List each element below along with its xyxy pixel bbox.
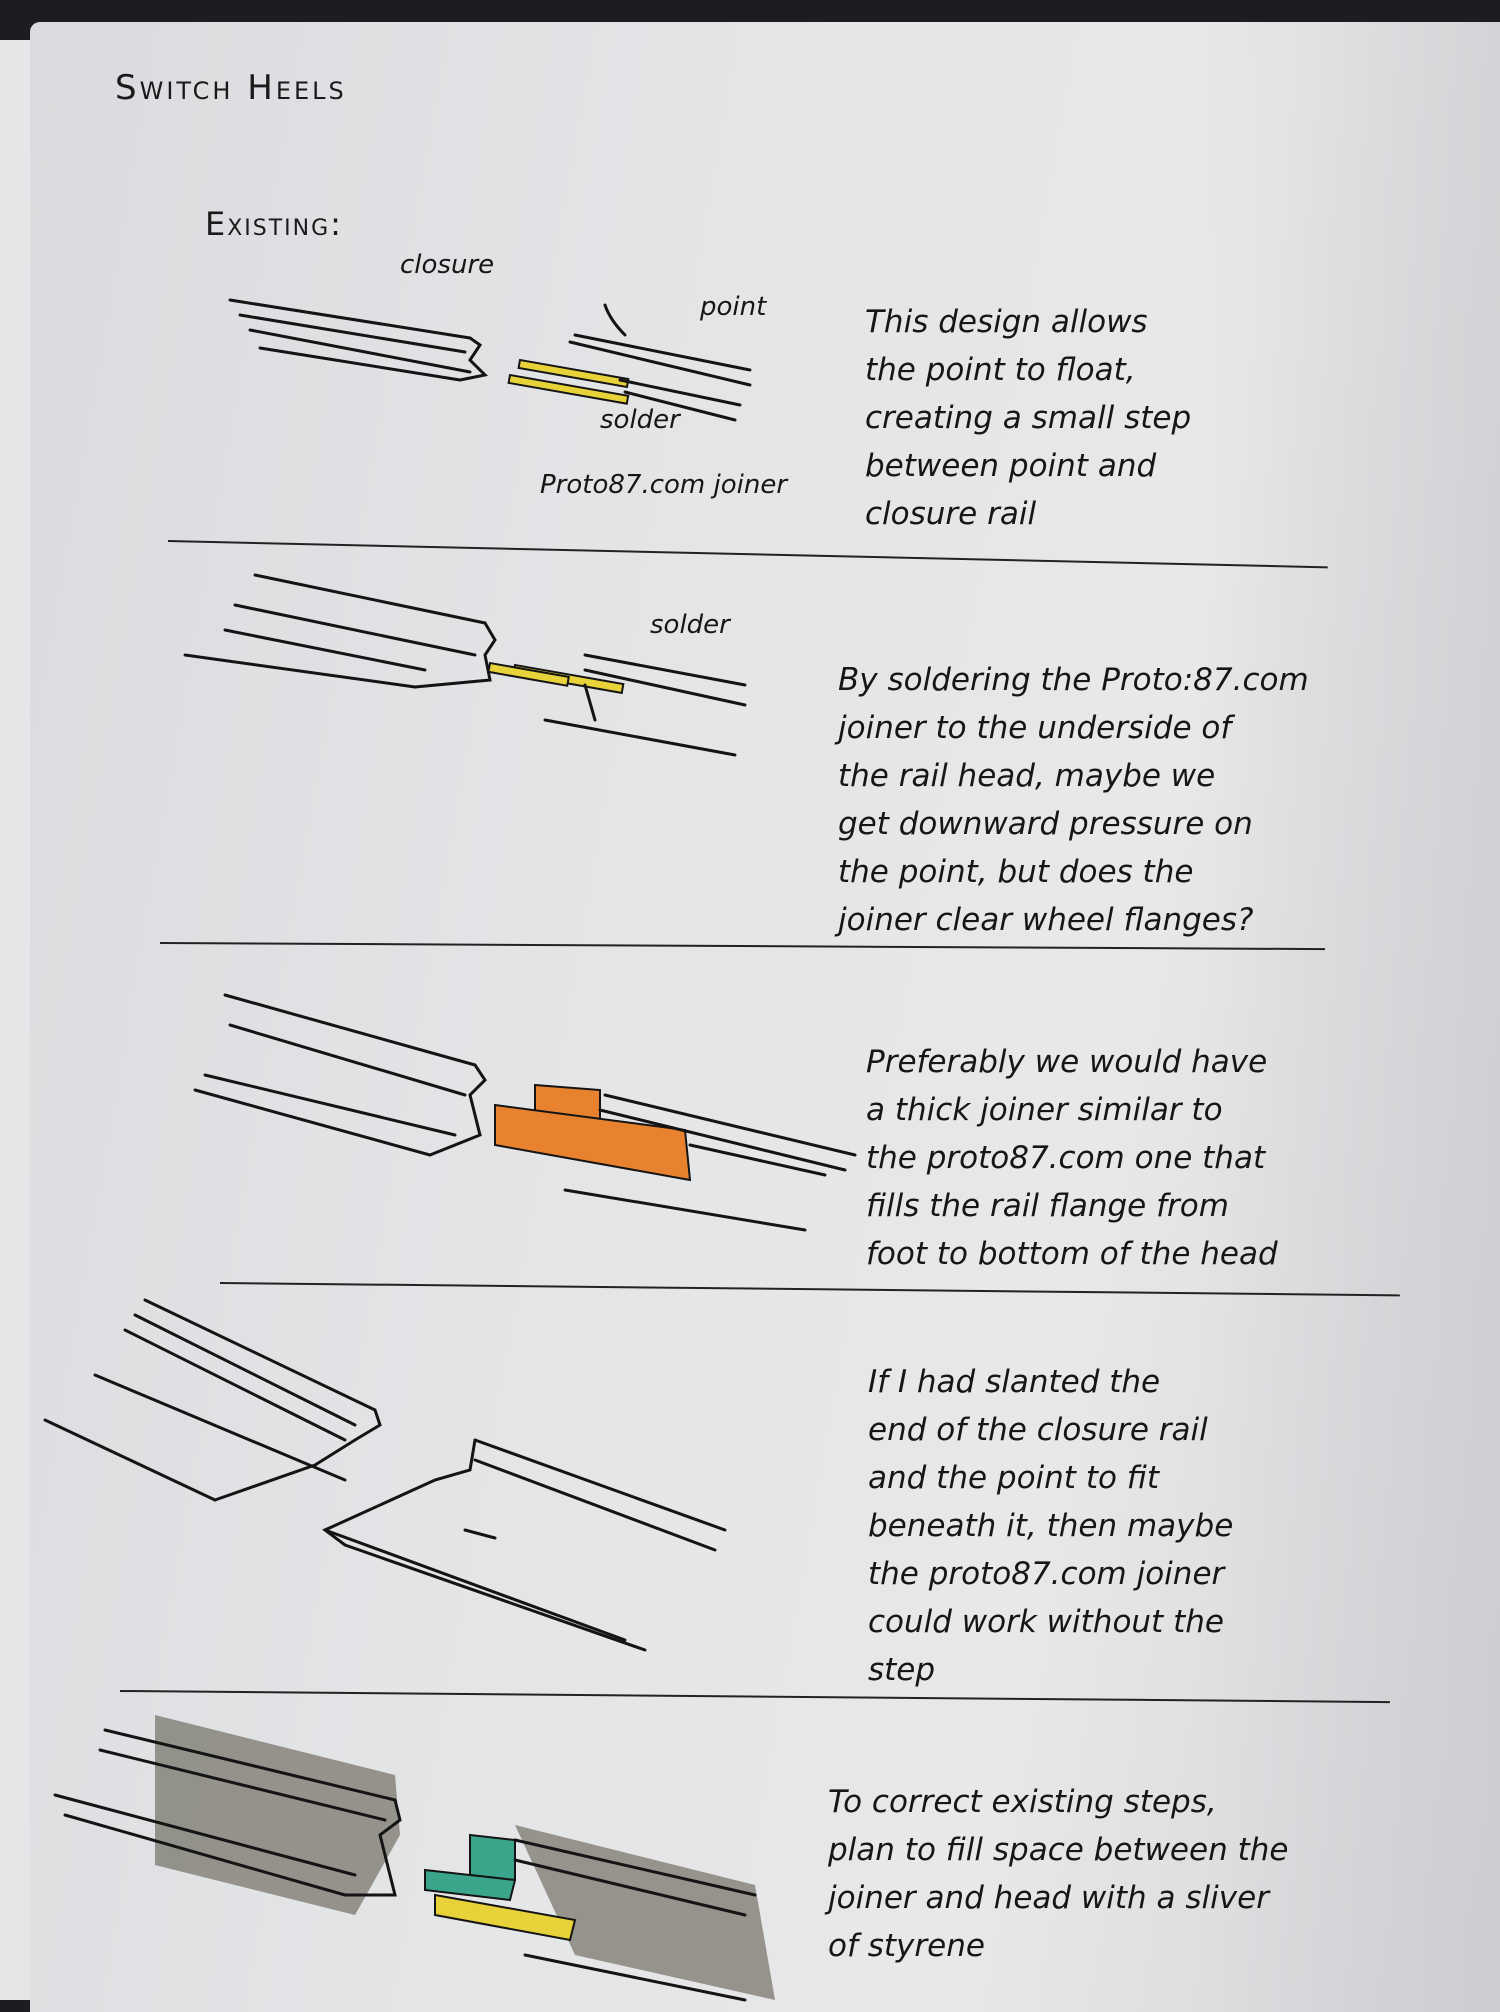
note-line: foot to bottom of the head <box>866 1236 1278 1272</box>
sketch-existing-heel <box>228 298 752 422</box>
label-solder: solder <box>600 405 680 435</box>
notebook-page <box>30 22 1500 2012</box>
note-line: get downward pressure on <box>838 806 1253 842</box>
note-line: plan to fill space between the <box>828 1832 1289 1868</box>
note-line: step <box>868 1652 936 1688</box>
note-line: of styrene <box>828 1928 985 1964</box>
label-closure: closure <box>400 250 495 280</box>
note-4: If I had slanted the end of the closure r… <box>868 1310 1233 1694</box>
sketch-slanted-rail <box>43 1298 727 1652</box>
note-1: This design allows the point to float, cre… <box>865 250 1191 538</box>
note-line: a thick joiner similar to <box>866 1092 1223 1128</box>
sketch-styrene-sliver <box>53 1715 775 2002</box>
facing-page-edge <box>0 40 30 2000</box>
note-line: joiner clear wheel flanges? <box>838 902 1254 938</box>
note-line: the point, but does the <box>838 854 1194 890</box>
note-line: could work without the <box>868 1604 1224 1640</box>
note-line: fills the rail flange from <box>866 1188 1229 1224</box>
note-2: By soldering the Proto:87.com joiner to t… <box>838 608 1309 944</box>
note-line: and the point to fit <box>868 1460 1159 1496</box>
label-solder-2: solder <box>650 610 730 640</box>
note-line: By soldering the Proto:87.com <box>838 662 1309 698</box>
note-line: creating a small step <box>865 400 1192 436</box>
note-line: the proto87.com one that <box>866 1140 1266 1176</box>
note-line: beneath it, then maybe <box>868 1508 1234 1544</box>
note-line: If I had slanted the <box>868 1364 1161 1400</box>
note-3: Preferably we would have a thick joiner s… <box>866 990 1278 1278</box>
sketch-thick-joiner <box>193 993 857 1232</box>
sketch-soldered-joiner <box>183 573 747 757</box>
page-title: Switch Heels <box>115 68 347 108</box>
note-line: joiner to the underside of <box>838 710 1232 746</box>
note-line: Preferably we would have <box>866 1044 1268 1080</box>
note-line: the rail head, maybe we <box>838 758 1216 794</box>
label-joiner: Proto87.com joiner <box>540 470 788 500</box>
note-line: between point and <box>865 448 1157 484</box>
label-point: point <box>700 292 767 322</box>
note-line: the proto87.com joiner <box>868 1556 1225 1592</box>
note-line: This design allows <box>865 304 1148 340</box>
note-line: end of the closure rail <box>868 1412 1208 1448</box>
note-line: To correct existing steps, <box>828 1784 1217 1820</box>
note-line: the point to float, <box>865 352 1136 388</box>
note-line: joiner and head with a sliver <box>828 1880 1269 1916</box>
note-5: To correct existing steps, plan to fill s… <box>828 1730 1288 1970</box>
existing-heading: Existing: <box>205 205 343 243</box>
note-line: closure rail <box>865 496 1037 532</box>
page-shadow <box>1200 22 1500 2012</box>
